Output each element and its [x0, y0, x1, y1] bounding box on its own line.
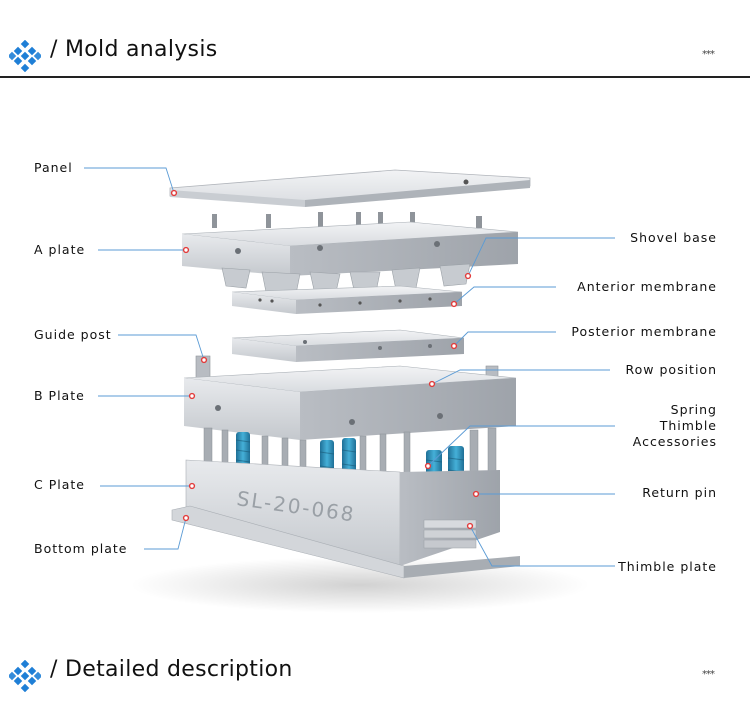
label-c-plate: C Plate [34, 477, 85, 492]
section-header-mold-analysis: / Mold analysis *** [0, 29, 750, 79]
label-thimble: Thimble [659, 418, 717, 433]
label-posterior-membrane: Posterior membrane [571, 324, 717, 339]
label-b-plate: B Plate [34, 388, 85, 403]
header-rule [0, 76, 750, 78]
panel-plate [169, 169, 531, 207]
a-plate [181, 221, 519, 295]
label-return-pin: Return pin [642, 485, 717, 500]
leader-lines [84, 167, 615, 567]
ground-shadow [130, 557, 590, 613]
label-a-plate: A plate [34, 242, 86, 257]
label-markers [170, 189, 480, 530]
b-plate [183, 365, 517, 440]
blue-dot-grid-icon [9, 40, 41, 72]
posterior-membrane [231, 329, 465, 362]
section-header-detailed-description: / Detailed description *** [0, 649, 750, 699]
anterior-membrane [231, 285, 463, 314]
label-row-position: Row position [625, 362, 717, 377]
screws [212, 212, 482, 228]
label-guide-post: Guide post [34, 327, 112, 342]
bottom-plate [171, 505, 520, 579]
ornament-stars: *** [702, 49, 715, 60]
label-shovel-base: Shovel base [630, 230, 717, 245]
ornament-stars: *** [702, 669, 715, 680]
label-accessories: Accessories [632, 434, 717, 449]
label-thimble-plate: Thimble plate [618, 559, 717, 574]
blue-dot-grid-icon [9, 660, 41, 692]
section-title: / Detailed description [50, 657, 293, 682]
label-bottom-plate: Bottom plate [34, 541, 128, 556]
label-anterior-membrane: Anterior membrane [577, 279, 717, 294]
section-title: / Mold analysis [50, 37, 218, 62]
label-spring: Spring [670, 402, 717, 417]
label-panel: Panel [34, 160, 73, 175]
